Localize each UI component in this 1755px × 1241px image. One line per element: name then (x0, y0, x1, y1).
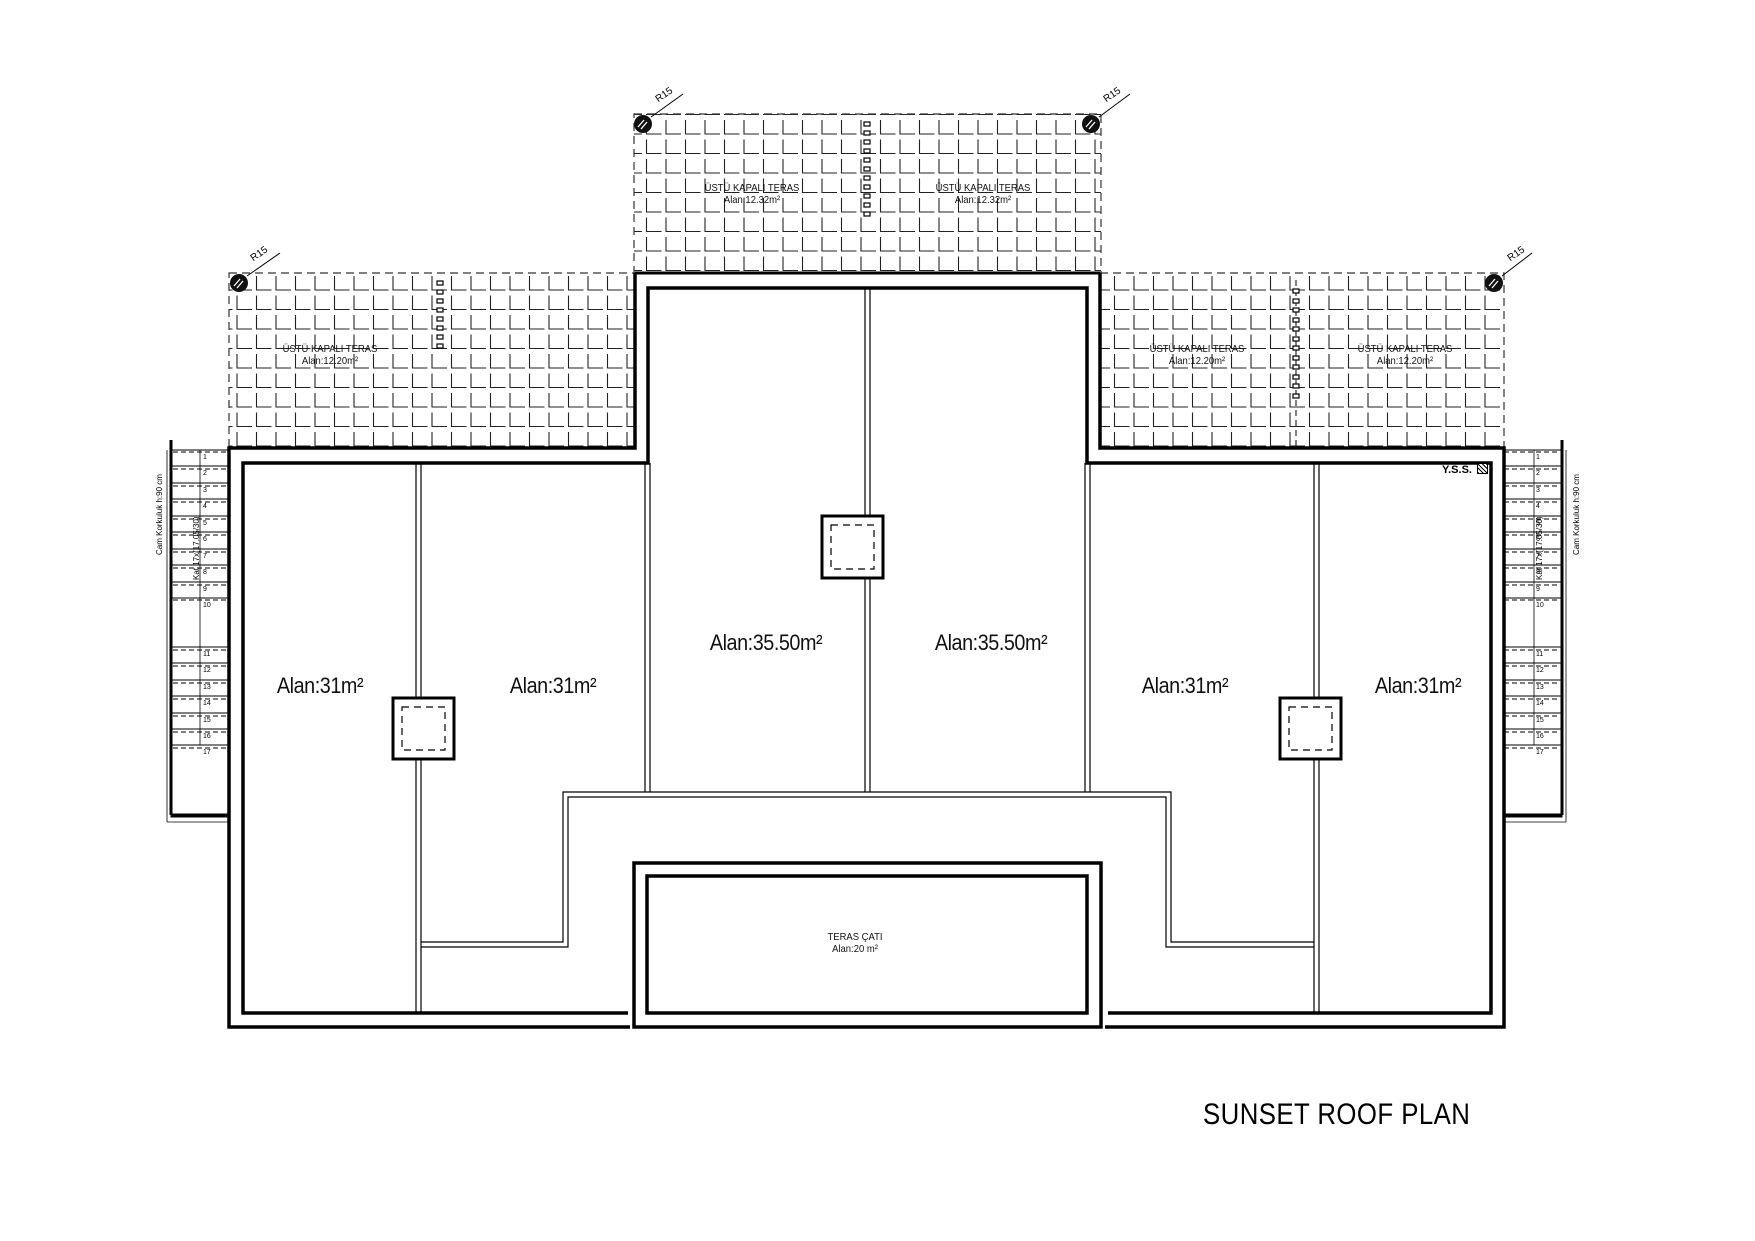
step-number: 16 (1536, 733, 1544, 740)
step-number: 14 (203, 700, 211, 707)
step-number: 9 (203, 586, 207, 593)
chimney-icon (391, 696, 456, 761)
roof-area-label: Alan:31m² (1141, 673, 1229, 698)
step-number: 2 (1536, 470, 1540, 477)
step-number: 10 (1536, 602, 1544, 609)
terrace-label-right-a: ÜSTÜ KAPALI TERAS Alan:12.20m² (1150, 343, 1245, 367)
step-number: 4 (1536, 503, 1540, 510)
terrace-area: Alan:12.20m² (1376, 355, 1434, 368)
roof-area-label: Alan:35.50m² (934, 630, 1048, 655)
terrace-name: ÜSTÜ KAPALI TERAS (282, 343, 378, 355)
roof-area-label: Alan:31m² (1374, 673, 1462, 698)
step-number: 3 (1536, 487, 1540, 494)
staircase-right (1503, 440, 1567, 823)
step-number: 15 (1536, 717, 1544, 724)
step-number: 13 (203, 684, 211, 691)
step-number: 7 (1536, 553, 1540, 560)
step-number: 6 (1536, 536, 1540, 543)
terrace-name: ÜSTÜ KAPALI TERAS (935, 182, 1031, 194)
staircase-left (166, 440, 230, 823)
roof-area-label: Alan:31m² (509, 673, 597, 698)
terrace-label-center-left: ÜSTÜ KAPALI TERAS Alan:12.32m² (705, 182, 800, 206)
inner-walls (241, 286, 1493, 1015)
terrace-name: ÜSTÜ KAPALI TERAS (704, 182, 800, 194)
outer-walls (227, 271, 1506, 1029)
step-number: 11 (203, 651, 211, 658)
step-number: 12 (1536, 667, 1544, 674)
step-number: 11 (1536, 651, 1544, 658)
step-number: 14 (1536, 700, 1544, 707)
step-number: 10 (203, 602, 211, 609)
column-icon (1082, 93, 1131, 133)
roof-area-label: Alan:35.50m² (709, 630, 823, 655)
chimney-icon (1278, 696, 1343, 761)
step-number: 13 (1536, 684, 1544, 691)
step-number: 4 (203, 503, 207, 510)
step-number: 3 (203, 487, 207, 494)
hatched-square-icon (1476, 463, 1488, 474)
step-number: 12 (203, 667, 211, 674)
step-number: 8 (1536, 569, 1540, 576)
step-number: 5 (1536, 520, 1540, 527)
terrace-area: Alan:12.20m² (301, 355, 359, 368)
chimney-icon (820, 514, 885, 580)
step-number: 16 (203, 733, 211, 740)
terrace-center (633, 113, 1102, 274)
step-number: 15 (203, 717, 211, 724)
teras-cati-area: Alan:20 m² (832, 943, 878, 956)
terrace-name: ÜSTÜ KAPALI TERAS (1357, 343, 1453, 355)
step-number: 8 (203, 569, 207, 576)
terrace-left (228, 272, 636, 449)
chimney-icons (391, 514, 1343, 761)
terrace-area: Alan:12.32m² (954, 194, 1012, 207)
teras-cati-label: TERAS ÇATI Alan:20 m² (828, 931, 883, 955)
column-icon (1485, 252, 1533, 292)
step-number: 17 (203, 749, 211, 756)
step-number: 1 (203, 454, 207, 461)
stamp-text: Y.S.S. (1442, 464, 1472, 476)
column-icon (634, 93, 684, 133)
stair-rise-note-right: Kat 17x(17.05/30) (1535, 516, 1544, 580)
terrace-label-center-right: ÜSTÜ KAPALI TERAS Alan:12.32m² (936, 182, 1031, 206)
stamp: Y.S.S. (1442, 463, 1488, 476)
terrace-label-right-b: ÜSTÜ KAPALI TERAS Alan:12.20m² (1358, 343, 1453, 367)
step-number: 5 (203, 520, 207, 527)
railing-note-right: Cam Korkuluk h:90 cm (1572, 474, 1581, 555)
teras-cati-frame (632, 861, 1103, 1029)
drawing-title: SUNSET ROOF PLAN (1203, 1098, 1471, 1131)
step-number: 7 (203, 553, 207, 560)
teras-cati-name: TERAS ÇATI (827, 931, 883, 943)
column-icon (230, 252, 281, 292)
step-number: 1 (1536, 454, 1540, 461)
stair-rise-note-left: Kat 17x(17.05/30) (192, 516, 201, 580)
railing-note-left: Cam Korkuluk h:90 cm (155, 474, 164, 555)
roof-area-label: Alan:31m² (276, 673, 364, 698)
terrace-right (1099, 272, 1505, 449)
terrace-area: Alan:12.20m² (1168, 355, 1226, 368)
column-icons (230, 93, 1533, 292)
terrace-label-left: ÜSTÜ KAPALI TERAS Alan:12.20m² (283, 343, 378, 367)
step-number: 6 (203, 536, 207, 543)
terrace-area: Alan:12.32m² (723, 194, 781, 207)
step-number: 9 (1536, 586, 1540, 593)
terrace-name: ÜSTÜ KAPALI TERAS (1149, 343, 1245, 355)
step-number: 2 (203, 470, 207, 477)
step-number: 17 (1536, 749, 1544, 756)
